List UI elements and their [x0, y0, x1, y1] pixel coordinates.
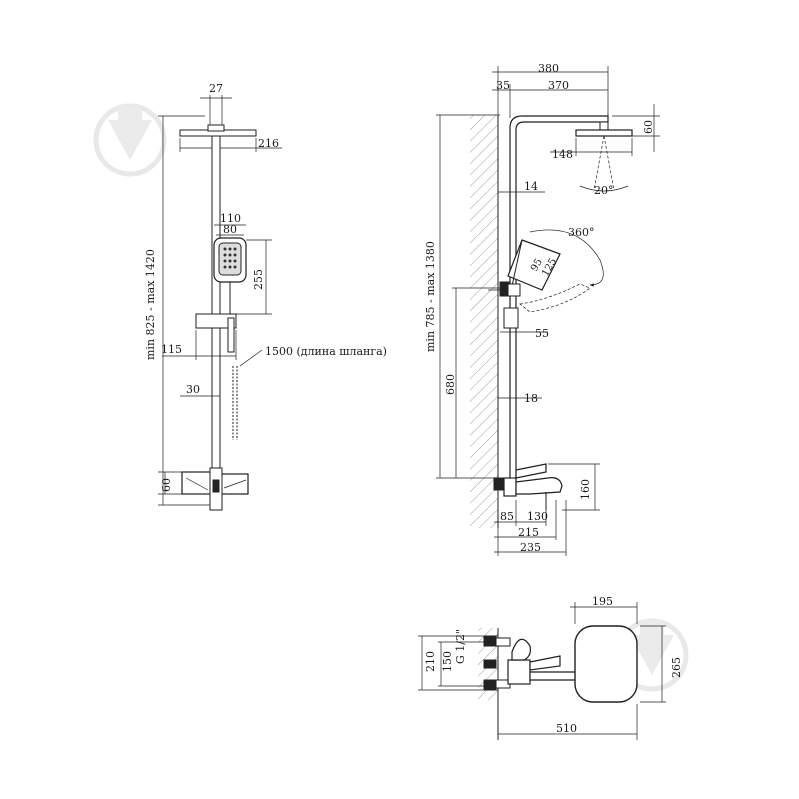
dim-head-height: 60	[642, 120, 655, 134]
dim-height-total: 210	[424, 651, 437, 672]
dim-top-width: 27	[209, 82, 223, 95]
dim-hose: 1500 (длина шланга)	[265, 345, 387, 358]
dim-pipe-low: 18	[524, 392, 538, 405]
dim-hand-inner: 80	[223, 223, 237, 236]
dim-head-depth: 148	[552, 148, 573, 161]
dim-head-height-top: 265	[670, 657, 683, 678]
dim-hand-offset: 115	[161, 343, 182, 356]
dim-arm-total: 380	[538, 62, 559, 75]
dim-hand-height: 255	[252, 269, 265, 290]
dim-head-width-top: 195	[592, 595, 613, 608]
front-view: 27 216 min 825 - max 1420 110 80	[144, 82, 387, 511]
dim-holder-depth: 55	[535, 327, 549, 340]
dim-total-height: min 825 - max 1420	[144, 249, 157, 360]
dim-head-width: 216	[258, 137, 279, 150]
top-view: 210 150 G 1/2" 195 265 510	[418, 595, 683, 740]
dim-bar-offset: 30	[186, 383, 200, 396]
dim-mixer-a: 85	[500, 510, 514, 523]
dim-mixer-c: 215	[518, 526, 539, 539]
dim-connection: G 1/2"	[454, 629, 467, 664]
side-view: 380 35 370 60 148 20° 14 360° 95 12	[424, 62, 660, 556]
dim-rotation: 360°	[568, 226, 595, 239]
dim-head-angle: 20°	[594, 184, 614, 197]
dim-total-length: 510	[556, 722, 577, 735]
dim-pipe-top: 14	[524, 180, 538, 193]
dim-holder-height: 680	[444, 374, 457, 395]
dim-height-centers: 150	[441, 651, 454, 672]
dim-hand-outer: 110	[220, 212, 241, 225]
dim-total-height-side: min 785 - max 1380	[424, 241, 437, 352]
dim-wall-offset: 35	[496, 79, 510, 92]
droplet-logo-icon	[93, 103, 167, 177]
dim-mixer-height-side: 160	[579, 479, 592, 500]
dim-mixer-d: 235	[520, 541, 541, 554]
dim-arm-length: 370	[548, 79, 569, 92]
dim-mixer-b: 130	[527, 510, 548, 523]
dim-mixer-height: 60	[160, 478, 173, 492]
